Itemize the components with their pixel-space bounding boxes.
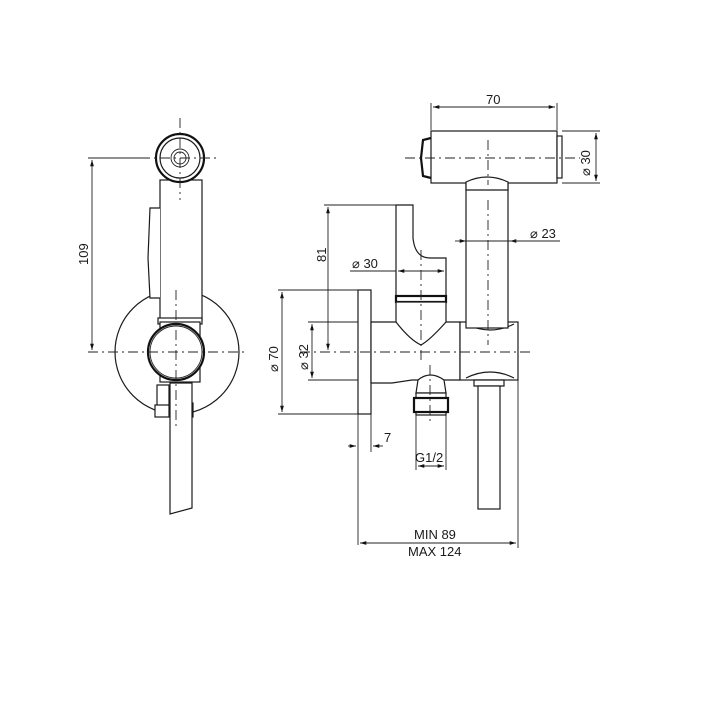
dim-handset-length: 70: [486, 92, 500, 107]
dim-inlet-thread: G1/2: [415, 450, 443, 465]
dim-rosette-thickness: 7: [384, 430, 391, 445]
hose-side: [477, 385, 501, 510]
handset-body: [159, 179, 203, 321]
dim-projection-min: MIN 89: [414, 527, 456, 542]
dim-holder-diameter: ⌀ 23: [530, 226, 556, 241]
side-view: 70 ⌀ 30 ⌀ 23 81 ⌀ 30 ⌀ 70 ⌀ 32: [266, 92, 600, 559]
trigger-lever: [147, 207, 160, 299]
dim-body-diameter: ⌀ 32: [296, 344, 311, 370]
front-view: 109: [76, 118, 245, 515]
dim-projection-max: MAX 124: [408, 544, 461, 559]
dim-total-height: 109: [76, 243, 91, 265]
holder-tube: [465, 181, 509, 329]
dim-rosette-diameter: ⌀ 70: [266, 346, 281, 372]
dim-handset-diameter: ⌀ 30: [578, 150, 593, 176]
hose: [169, 382, 193, 515]
dim-handle-height: 81: [314, 248, 329, 262]
holder-body: [459, 321, 519, 381]
dim-handle-diameter: ⌀ 30: [352, 256, 378, 271]
handset-side: [430, 130, 558, 184]
